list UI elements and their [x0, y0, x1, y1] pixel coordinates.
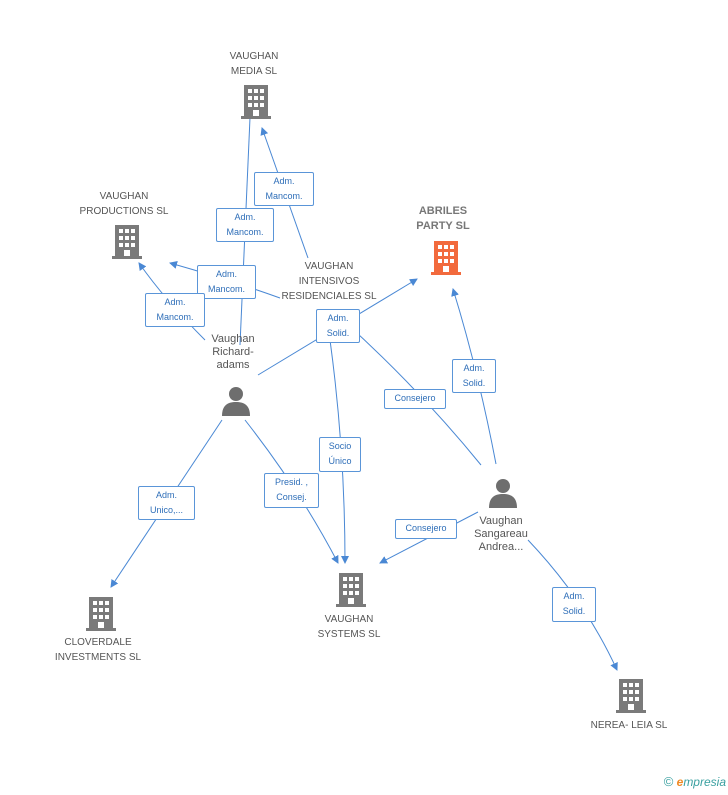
- building-icon-vaughan-systems: [336, 573, 366, 607]
- company-label-nerea-leia[interactable]: NEREA- LEIA SL: [590, 720, 668, 731]
- relation-presid-consej: Presid. , Consej.: [264, 473, 319, 508]
- company-label-abriles-party[interactable]: ABRILES PARTY SL: [416, 205, 470, 232]
- relation-consejero-intensivos: Consejero: [384, 389, 446, 409]
- relation-adm-mancom-productions-right: Adm. Mancom.: [197, 265, 256, 299]
- brand-e: e: [676, 775, 684, 789]
- relation-socio-unico: Socio Único: [319, 437, 361, 472]
- person-icon-richard: [222, 387, 250, 416]
- building-icon-vaughan-productions: [112, 225, 142, 259]
- person-icon-sangareau: [489, 479, 517, 508]
- building-icon-nerea-leia: [616, 679, 646, 713]
- company-label-vaughan-intensivos[interactable]: VAUGHAN INTENSIVOS RESIDENCIALES SL: [281, 261, 377, 302]
- company-label-vaughan-productions[interactable]: VAUGHAN PRODUCTIONS SL: [79, 191, 169, 217]
- relation-adm-unico: Adm. Unico,...: [138, 486, 195, 520]
- relation-adm-solid-nerea: Adm. Solid.: [552, 587, 596, 622]
- relation-adm-mancom-media-left: Adm. Mancom.: [216, 208, 274, 242]
- building-icon-cloverdale: [86, 597, 116, 631]
- person-label-sangareau[interactable]: Vaughan Sangareau Andrea...: [474, 515, 528, 553]
- building-icon-abriles-party: [431, 241, 461, 275]
- company-label-vaughan-systems[interactable]: VAUGHAN SYSTEMS SL: [317, 614, 381, 640]
- empresia-logo[interactable]: © empresia: [664, 774, 726, 789]
- building-icon-vaughan-media: [241, 85, 271, 119]
- company-label-cloverdale[interactable]: CLOVERDALE INVESTMENTS SL: [54, 637, 142, 663]
- relation-adm-mancom-productions-left: Adm. Mancom.: [145, 293, 205, 327]
- company-label-vaughan-media[interactable]: VAUGHAN MEDIA SL: [229, 51, 279, 77]
- relation-adm-mancom-media-right: Adm. Mancom.: [254, 172, 314, 206]
- person-label-richard[interactable]: Vaughan Richard- adams: [211, 333, 255, 371]
- copyright-icon: ©: [663, 774, 674, 789]
- relation-consejero-systems: Consejero: [395, 519, 457, 539]
- brand-name: mpresia: [683, 775, 726, 789]
- relation-adm-solid-abriles-richard: Adm. Solid.: [316, 309, 360, 343]
- relation-adm-solid-abriles-sangareau: Adm. Solid.: [452, 359, 496, 393]
